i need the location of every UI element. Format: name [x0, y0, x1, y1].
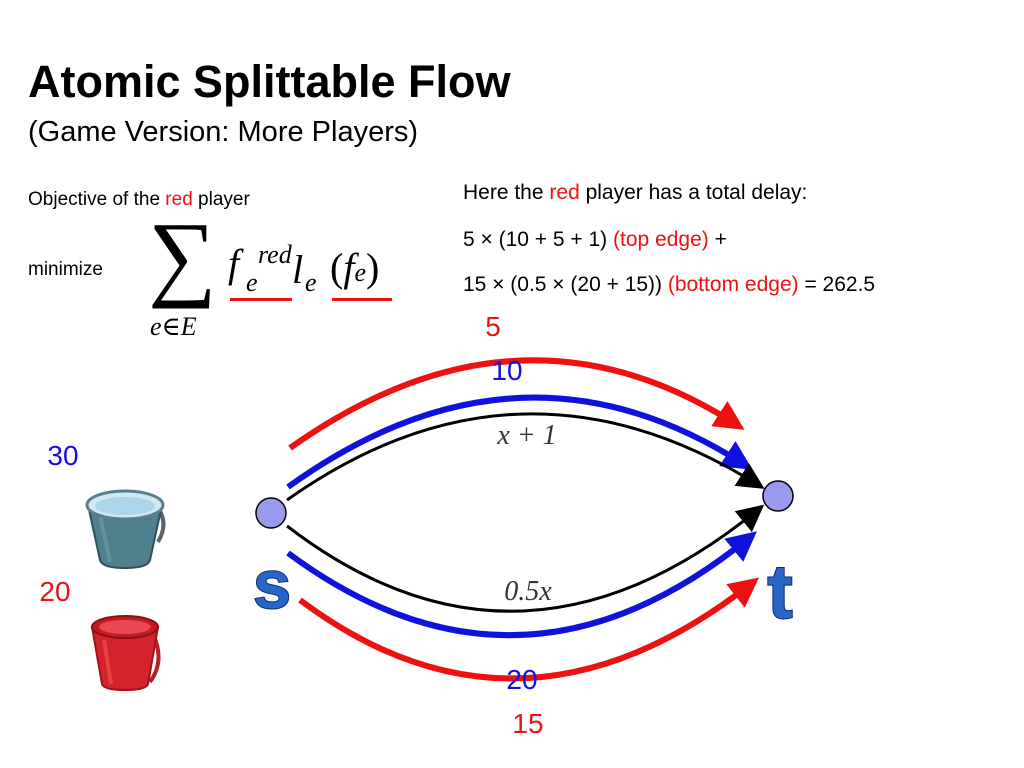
latency-argument: (fe): [330, 244, 379, 291]
source-node: [255, 497, 287, 529]
top-blue-flow-label: 10: [491, 355, 522, 386]
minimize-label: minimize: [28, 259, 103, 280]
flow-superscript: red: [258, 240, 292, 269]
sum-symbol: ∑: [148, 202, 217, 309]
delay-line-1-highlight: red: [549, 181, 580, 204]
top-edge-label: (top edge): [613, 228, 709, 251]
top-blue-flow-arrow: [286, 394, 753, 490]
arg-subscript: e: [354, 258, 366, 287]
delay-line-2-tail: +: [708, 228, 727, 251]
slide-subtitle: (Game Version: More Players): [28, 116, 419, 148]
blue-bucket-icon: [85, 489, 166, 570]
blue-player-demand: 30: [47, 440, 78, 471]
objective-prefix: Objective of the: [28, 189, 166, 210]
source-label: s: [253, 547, 291, 623]
red-player-demand: 20: [39, 576, 70, 607]
objective-suffix: player: [192, 189, 250, 210]
sum-subscript: e∈E: [150, 312, 197, 341]
delay-line-1: Here the red player has a total delay:: [463, 181, 807, 205]
bottom-edge-label: (bottom edge): [667, 273, 799, 296]
bottom-edge: [286, 504, 765, 613]
top-edge-latency: x + 1: [496, 420, 556, 451]
delay-line-3-main: 15 × (0.5 × (20 + 15)): [463, 273, 668, 296]
top-edge: [286, 412, 765, 502]
arg-symbol: f: [343, 245, 355, 290]
top-red-flow-label: 5: [485, 311, 501, 342]
arg-open-paren: (: [330, 245, 344, 290]
delay-line-2-main: 5 × (10 + 5 + 1): [463, 228, 614, 251]
delay-line-1-prefix: Here the: [463, 181, 550, 204]
bottom-blue-flow-arrow: [286, 531, 757, 639]
flow-subscript: e: [246, 268, 258, 297]
objective-text: Objective of the red player: [28, 189, 250, 211]
bottom-red-flow-arrow: [298, 577, 760, 682]
argument-underline: [332, 298, 392, 301]
sink-node: [762, 480, 794, 512]
latency-symbol: l: [292, 247, 304, 292]
flow-underline: [230, 298, 292, 301]
arg-close-paren: ): [366, 245, 380, 290]
objective-highlight: red: [165, 189, 193, 210]
delay-line-2: 5 × (10 + 5 + 1) (top edge) +: [463, 228, 727, 252]
bottom-edge-latency: 0.5x: [504, 576, 552, 607]
slide-title: Atomic Splittable Flow: [28, 56, 511, 107]
bottom-red-flow-label: 15: [512, 708, 543, 739]
red-bucket-icon: [90, 615, 161, 692]
top-red-flow-arrow: [288, 357, 745, 451]
delay-line-3: 15 × (0.5 × (20 + 15)) (bottom edge) = 2…: [463, 273, 875, 297]
latency-subscript: e: [305, 268, 317, 297]
delay-line-1-suffix: player has a total delay:: [579, 181, 808, 204]
delay-line-3-tail: = 262.5: [798, 273, 876, 296]
sink-label: t: [767, 550, 792, 635]
flow-symbol: f: [228, 241, 240, 286]
bottom-blue-flow-label: 20: [506, 664, 537, 695]
